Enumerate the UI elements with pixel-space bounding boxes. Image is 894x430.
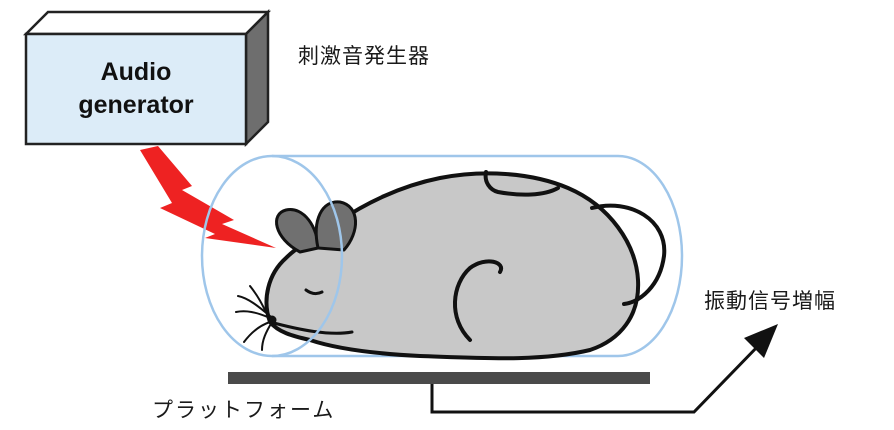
platform-bar <box>228 372 650 384</box>
label-platform: プラットフォーム <box>152 398 336 422</box>
box-label-line1: Audio <box>101 58 172 86</box>
mouse-cheek-line <box>268 320 354 335</box>
mouse-ear-right <box>314 200 357 252</box>
mouse-ear-left <box>275 208 320 254</box>
mouse-whiskers <box>235 285 273 351</box>
mouse-body <box>264 171 641 361</box>
lightning-bolt-icon <box>140 146 276 248</box>
mouse-hind-leg <box>453 259 504 342</box>
audio-generator-box: Audio generator <box>22 8 272 148</box>
label-vibration-signal-amplification: 振動信号増幅 <box>704 289 836 313</box>
box-side-face <box>244 8 270 148</box>
box-front-face <box>24 32 248 146</box>
box-label-line2: generator <box>78 91 194 119</box>
box-top-face <box>22 10 272 36</box>
mouse-tail <box>590 203 667 306</box>
signal-arrow <box>430 324 778 414</box>
mouse-eye <box>304 288 324 296</box>
signal-arrow-head-icon <box>744 324 778 358</box>
mouse <box>235 170 667 361</box>
holding-tube-front <box>200 154 344 358</box>
label-stimulus-sound-generator: 刺激音発生器 <box>298 44 430 68</box>
signal-arrow-line <box>430 342 762 414</box>
mouse-back-fold <box>483 170 560 197</box>
